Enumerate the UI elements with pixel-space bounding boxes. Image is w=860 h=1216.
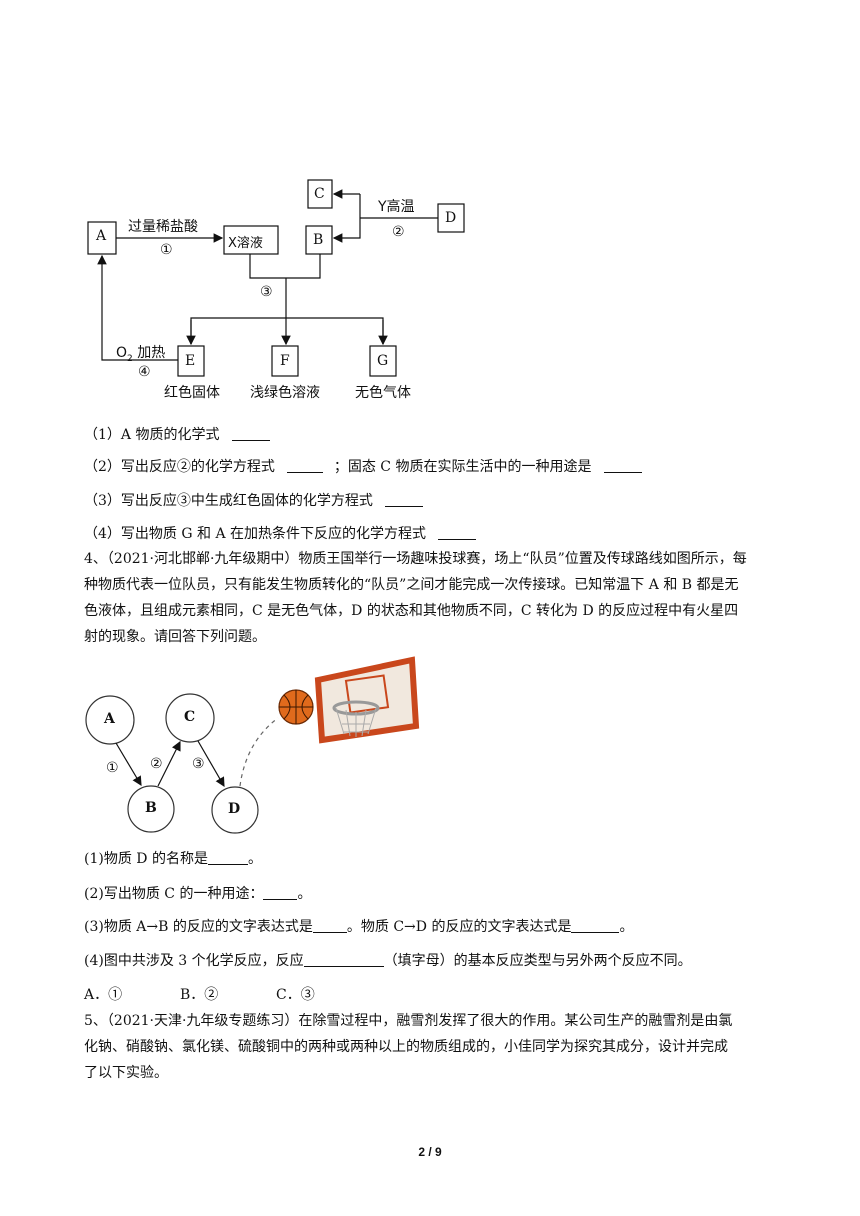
reaction-flow-diagram xyxy=(87,179,465,377)
q3-sub4: （4）写出物质 G 和 A 在加热条件下反应的化学方程式 xyxy=(84,523,477,543)
q5-line-2: 化钠、硝酸钠、氯化镁、硫酸铜中的两种或两种以上的物质组成的，小佳同学为探究其成分… xyxy=(84,1039,728,1055)
pass-step-3: ③ xyxy=(192,756,205,772)
page-number: 2 / 9 xyxy=(418,1145,442,1159)
q4-sub3: (3)物质 A→B 的反应的文字表达式是 。物质 C→D 的反应的文字表达式是 。 xyxy=(84,916,633,936)
box-f-label: F xyxy=(280,353,290,369)
q3-sub3-blank[interactable] xyxy=(385,492,424,507)
y-high-temp-label: Y高温 xyxy=(378,199,415,215)
o2-text: O xyxy=(116,345,128,361)
box-e xyxy=(177,345,205,377)
q4-sub2-blank[interactable] xyxy=(263,885,298,900)
pass-step-1: ① xyxy=(106,760,119,776)
q4-intro-line-2: 种物质代表一位队员，只有能发生物质转化的“队员”之间才能完成一次传接球。已知常温… xyxy=(84,577,739,593)
light-green-solution-label: 浅绿色溶液 xyxy=(250,385,320,401)
q3-sub3-text: （3）写出反应③中生成红色固体的化学方程式 xyxy=(84,493,373,509)
box-b-label: B xyxy=(313,232,324,248)
box-g-label: G xyxy=(377,353,389,369)
step-2-label: ② xyxy=(392,224,405,240)
q4-sub2-text-a: (2)写出物质 C 的一种用途： xyxy=(84,886,264,902)
q4-sub1-blank[interactable] xyxy=(207,850,248,865)
q5-intro: 5、（2021·天津·九年级专题练习）在除雪过程中，融雪剂发挥了很大的作用。某公… xyxy=(84,1008,784,1086)
q3-sub4-blank[interactable] xyxy=(438,525,477,540)
q3-sub2-text-b: ；固态 C 物质在实际生活中的一种用途是 xyxy=(333,459,592,475)
step-1-label: ① xyxy=(160,242,173,258)
q4-sub2: (2)写出物质 C 的一种用途： 。 xyxy=(84,883,311,903)
q4-sub1-text-b: 。 xyxy=(247,851,262,867)
basketball-hoop-icon xyxy=(314,656,420,744)
circle-b-label: B xyxy=(145,800,157,816)
red-solid-label: 红色固体 xyxy=(164,385,220,401)
q5-line-1: 5、（2021·天津·九年级专题练习）在除雪过程中，融雪剂发挥了很大的作用。某公… xyxy=(84,1013,733,1029)
box-x xyxy=(223,225,279,255)
q3-sub3: （3）写出反应③中生成红色固体的化学方程式 xyxy=(84,490,424,510)
circle-c xyxy=(165,693,215,743)
ball-pass-diagram xyxy=(85,656,420,834)
q3-sub1-text: （1）A 物质的化学式 xyxy=(84,427,220,443)
q4-option-a[interactable]: A．① xyxy=(84,987,123,1003)
box-d-label: D xyxy=(445,210,457,226)
q4-options: A．① B．② C．③ xyxy=(84,984,315,1004)
box-f xyxy=(271,345,299,377)
box-c xyxy=(307,179,333,209)
q4-sub3-blank-2[interactable] xyxy=(571,918,620,933)
heat-text: 加热 xyxy=(137,345,166,361)
o2-heat-label: O2 加热 xyxy=(116,342,165,364)
box-b xyxy=(305,225,333,255)
q3-sub1-blank[interactable] xyxy=(231,426,270,441)
q3-sub2: （2）写出反应②的化学方程式 ；固态 C 物质在实际生活中的一种用途是 xyxy=(84,456,642,476)
circle-a xyxy=(85,695,135,745)
circle-c-label: C xyxy=(184,709,196,725)
q4-sub4-text-b: （填字母）的基本反应类型与另外两个反应不同。 xyxy=(383,953,692,969)
q4-sub3-text-b: 。物质 C→D 的反应的文字表达式是 xyxy=(346,919,572,935)
q4-sub4-blank[interactable] xyxy=(303,952,384,967)
q4-option-c[interactable]: C．③ xyxy=(276,987,315,1003)
q4-sub1: (1)物质 D 的名称是 。 xyxy=(84,848,262,868)
excess-acid-label: 过量稀盐酸 xyxy=(128,219,198,235)
q4-sub3-blank-1[interactable] xyxy=(312,918,347,933)
q3-sub2-blank-2[interactable] xyxy=(603,458,642,473)
q3-sub2-blank-1[interactable] xyxy=(287,458,324,473)
step-4-label: ④ xyxy=(138,364,151,380)
q3-sub2-text-a: （2）写出反应②的化学方程式 xyxy=(84,459,275,475)
box-x-label: X溶液 xyxy=(228,236,263,251)
circle-d-label: D xyxy=(228,801,241,817)
q4-sub2-text-b: 。 xyxy=(297,886,312,902)
q4-option-b[interactable]: B．② xyxy=(180,987,219,1003)
q3-sub1: （1）A 物质的化学式 xyxy=(84,424,270,444)
q4-sub4-text-a: (4)图中共涉及 3 个化学反应，反应 xyxy=(84,953,304,969)
step-3-label: ③ xyxy=(260,284,273,300)
basketball-icon xyxy=(278,689,314,725)
q4-intro: 4、（2021·河北邯郸·九年级期中）物质王国举行一场趣味投球赛，场上“队员”位… xyxy=(84,546,784,650)
q4-sub4: (4)图中共涉及 3 个化学反应，反应 （填字母）的基本反应类型与另外两个反应不同… xyxy=(84,950,692,970)
q4-intro-line-1: 4、（2021·河北邯郸·九年级期中）物质王国举行一场趣味投球赛，场上“队员”位… xyxy=(84,551,747,567)
q4-sub3-text-c: 。 xyxy=(619,919,634,935)
q4-intro-line-3: 色液体，且组成元素相同，C 是无色气体，D 的状态和其他物质不同，C 转化为 D… xyxy=(84,603,739,619)
box-g xyxy=(369,345,397,377)
circle-d xyxy=(211,786,259,834)
circle-a-label: A xyxy=(104,711,115,727)
o2-subscript: 2 xyxy=(127,353,133,364)
circle-b xyxy=(127,785,175,833)
box-a-label: A xyxy=(96,228,107,244)
box-c-label: C xyxy=(314,186,325,202)
pass-step-2: ② xyxy=(150,756,163,772)
box-e-label: E xyxy=(185,353,196,369)
q4-sub3-text-a: (3)物质 A→B 的反应的文字表达式是 xyxy=(84,919,313,935)
q3-sub4-text: （4）写出物质 G 和 A 在加热条件下反应的化学方程式 xyxy=(84,526,427,542)
q4-intro-line-4: 射的现象。请回答下列问题。 xyxy=(84,629,266,645)
q5-line-3: 了以下实验。 xyxy=(84,1065,168,1081)
q4-sub1-text-a: (1)物质 D 的名称是 xyxy=(84,851,208,867)
colorless-gas-label: 无色气体 xyxy=(355,385,411,401)
